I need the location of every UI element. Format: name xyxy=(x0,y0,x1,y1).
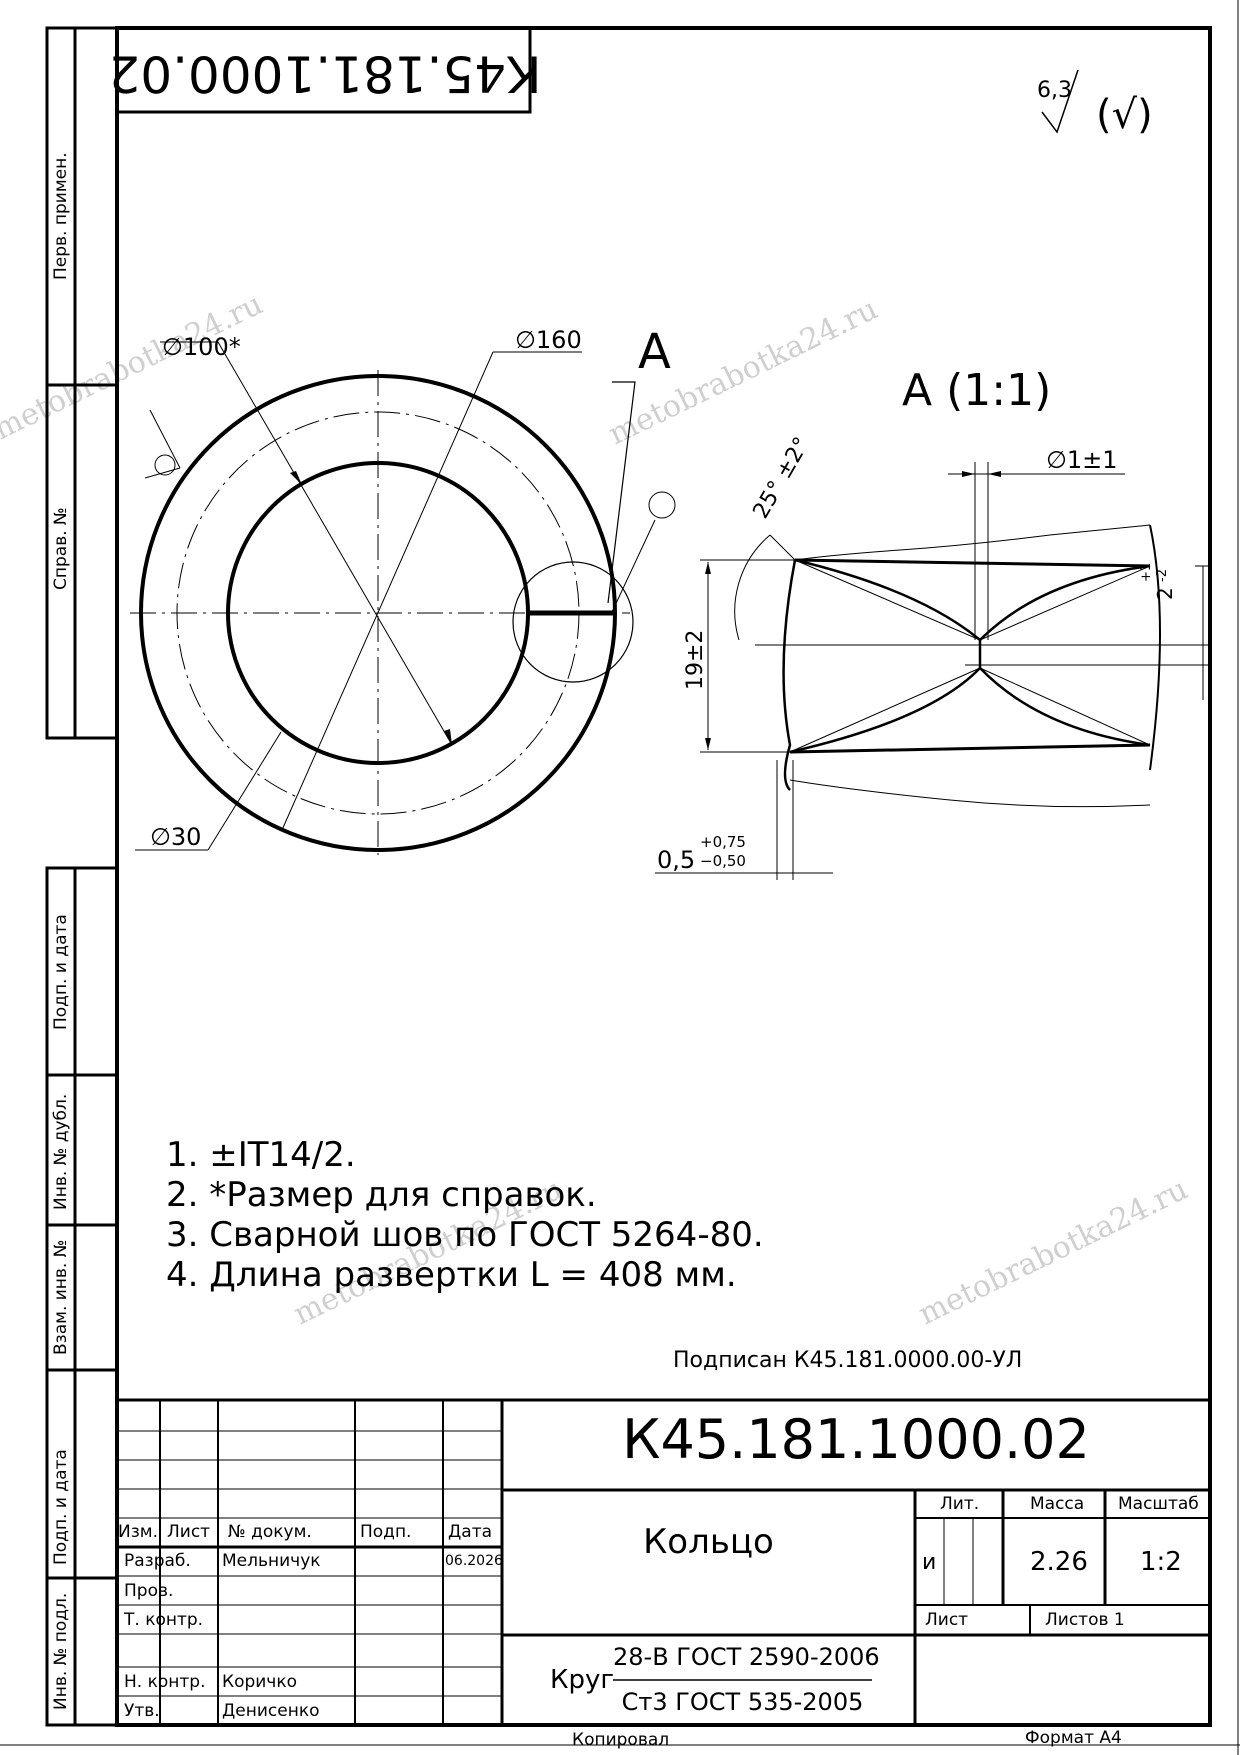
side-fields-upper xyxy=(45,26,117,740)
view-letter-a: A xyxy=(638,324,671,380)
sheets-label: Листов 1 xyxy=(1045,1610,1125,1630)
detail-a-view xyxy=(655,462,1210,880)
side-fields-lower xyxy=(45,866,117,1727)
row-role-razrab: Разраб. xyxy=(124,1551,191,1571)
material-bottom: Ст3 ГОСТ 535-2005 xyxy=(621,1688,864,1716)
signed-note: Подписан К45.181.0000.00-УЛ xyxy=(673,1348,1023,1373)
col-list: Лист xyxy=(167,1522,211,1542)
side-field-labels: Перв. примен. Справ. № Подп. и дата Инв.… xyxy=(51,152,71,1710)
roughness-value: 6,3 xyxy=(1037,78,1072,103)
dim-d30: ∅30 xyxy=(150,823,201,851)
inv-dubl-label: Инв. № дубл. xyxy=(51,1094,71,1210)
watermark-1: metobrabotka24.ru xyxy=(0,287,268,448)
note-3: 3. Сварной шов по ГОСТ 5264-80. xyxy=(166,1215,764,1255)
dim-h19: 19±2 xyxy=(683,630,708,690)
dim-d1: ∅1±1 xyxy=(1046,446,1118,474)
roughness-mark: 6,3 (√) xyxy=(1037,69,1153,138)
col-podp: Подп. xyxy=(360,1522,412,1542)
row-date-razrab: 06.2026 xyxy=(445,1553,503,1569)
dim-t05: 0,5 xyxy=(657,846,695,874)
col-doc: № докум. xyxy=(228,1522,312,1542)
rotated-stamp: К45.181.1000.02 xyxy=(108,45,541,103)
material-prefix: Круг xyxy=(550,1665,615,1695)
view-title: A (1:1) xyxy=(902,365,1051,416)
sprav-label: Справ. № xyxy=(51,507,71,590)
dim-t05-plus: +0,75 xyxy=(700,833,746,851)
dim-d160: ∅160 xyxy=(515,326,582,354)
inv-podl-label: Инв. № подл. xyxy=(51,1593,71,1710)
col-izm: Изм. xyxy=(118,1522,158,1542)
mass-value: 2.26 xyxy=(1030,1547,1088,1577)
title-block-grid xyxy=(117,1398,1210,1725)
drawing-frame xyxy=(115,26,1212,1727)
footer-copied: Копировал xyxy=(572,1730,670,1750)
lit-value: и xyxy=(922,1550,937,1575)
row-role-nkontr: Н. контр. xyxy=(124,1672,206,1692)
ring-view: ∅100* ∅160 ∅30 A xyxy=(130,324,676,855)
dim-gap-plus: +1 xyxy=(1139,563,1154,582)
dim-gap-minus: -2 xyxy=(1155,569,1170,582)
scale-value: 1:2 xyxy=(1140,1547,1182,1577)
row-role-utv: Утв. xyxy=(124,1701,160,1721)
footer-format: Формат A4 xyxy=(1025,1728,1122,1748)
podp-data-label-2: Подп. и дата xyxy=(51,1449,71,1565)
dim-d100: ∅100* xyxy=(162,333,241,361)
title-designation: К45.181.1000.02 xyxy=(622,1408,1090,1471)
note-4: 4. Длина развертки L = 408 мм. xyxy=(166,1255,737,1295)
roughness-parenthesized: (√) xyxy=(1096,92,1153,138)
part-name: Кольцо xyxy=(643,1522,774,1562)
row-name-utv: Денисенко xyxy=(222,1701,320,1721)
dim-gap: 2 xyxy=(1153,587,1177,600)
watermark-4: metobrabotka24.ru xyxy=(913,1172,1193,1333)
sheet-label: Лист xyxy=(925,1610,969,1630)
col-data: Дата xyxy=(448,1522,493,1542)
row-name-nkontr: Коричко xyxy=(222,1672,298,1692)
rotated-stamp-box xyxy=(115,26,532,114)
dim-t05-minus: −0,50 xyxy=(700,852,746,870)
row-name-razrab: Мельничук xyxy=(222,1551,321,1571)
podp-data-label-1: Подп. и дата xyxy=(51,914,71,1030)
note-2: 2. *Размер для справок. xyxy=(166,1175,597,1215)
lit-label: Лит. xyxy=(940,1494,980,1514)
row-role-prov: Пров. xyxy=(124,1581,174,1601)
note-1: 1. ±IT14/2. xyxy=(166,1135,356,1175)
detail-a-circle xyxy=(512,561,634,683)
material-top: 28-В ГОСТ 2590-2006 xyxy=(613,1643,880,1671)
dim-angle: 25° ±2° xyxy=(749,433,815,523)
row-role-tkontr: Т. контр. xyxy=(124,1610,204,1630)
scale-label: Масштаб xyxy=(1118,1494,1199,1514)
mass-label: Масса xyxy=(1030,1494,1085,1514)
perv-primen-label: Перв. примен. xyxy=(51,152,71,280)
vzam-inv-label: Взам. инв. № xyxy=(51,1240,71,1355)
